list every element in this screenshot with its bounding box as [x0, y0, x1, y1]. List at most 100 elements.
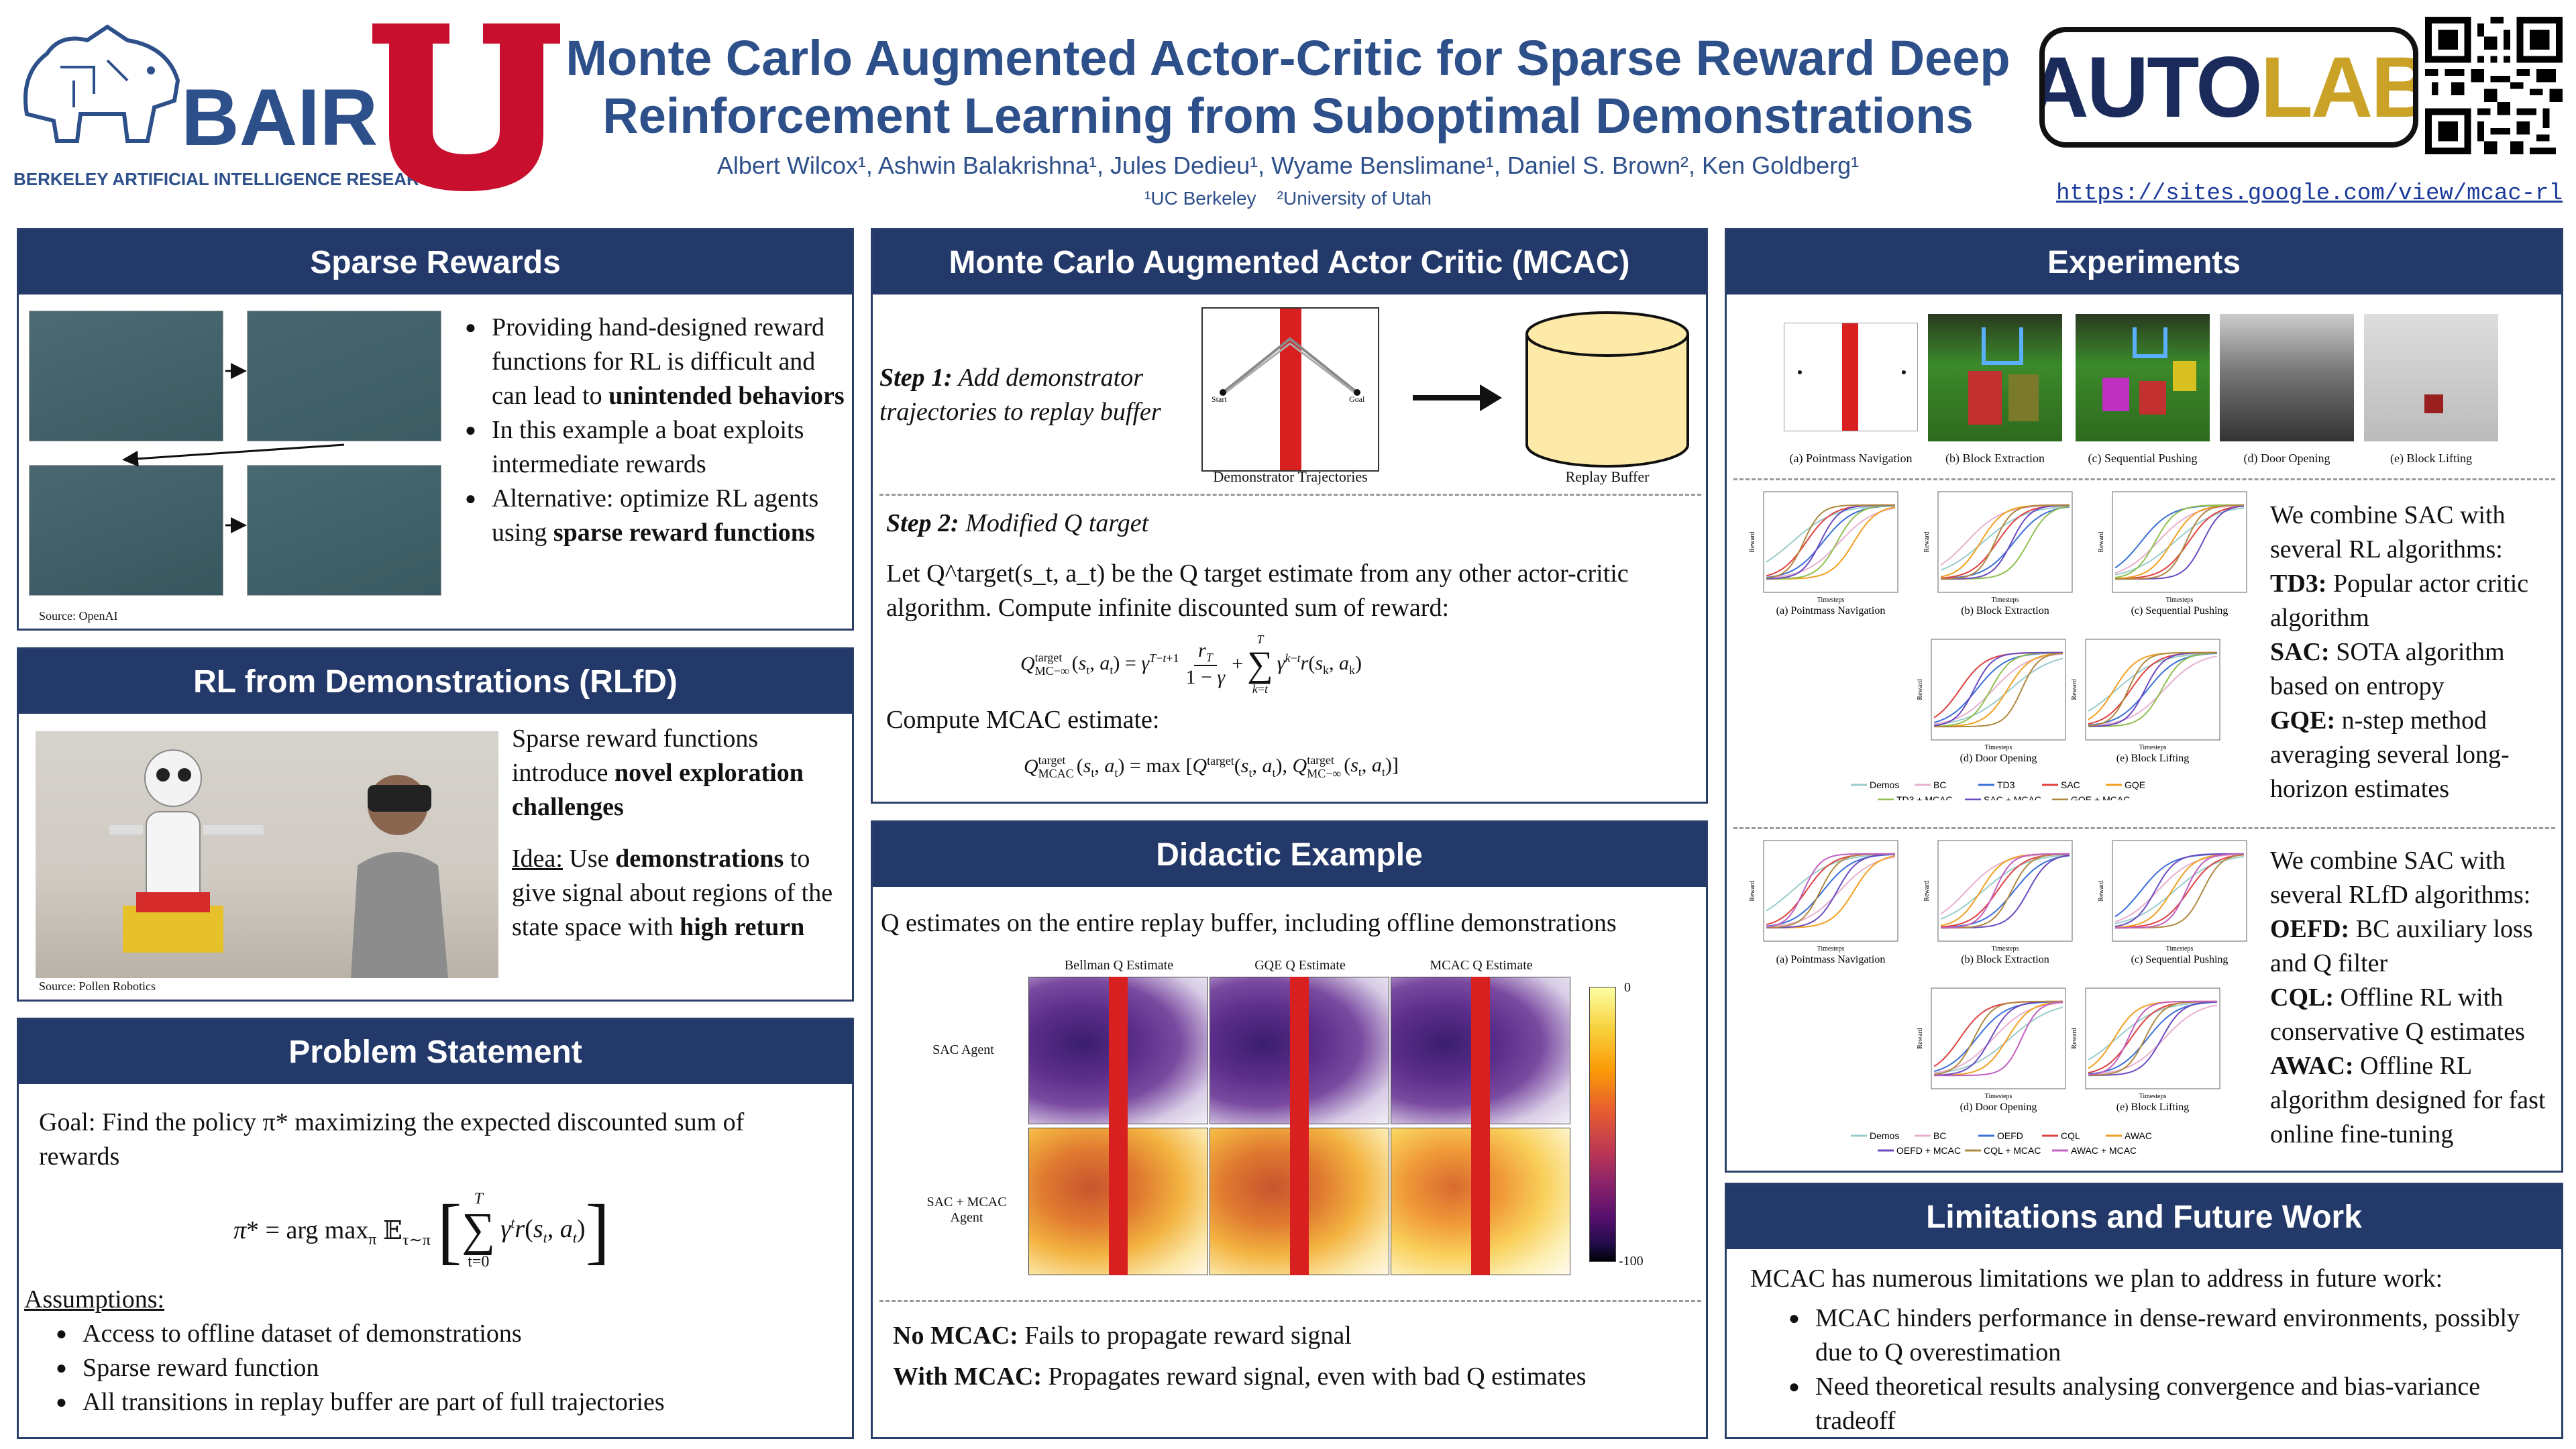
limitation-item: Need theoretical results analysing conve… — [1788, 1370, 2546, 1438]
poster-title-line1: Monte Carlo Augmented Actor-Critic for S… — [566, 30, 2010, 86]
robot-vr-photo — [36, 731, 498, 978]
legend-entry: OEFD — [1997, 1130, 2023, 1141]
learning-curve — [1934, 652, 2063, 727]
learning-curve — [1766, 853, 1896, 929]
didactic-example-panel: Didactic Example Q estimates on the enti… — [871, 820, 1708, 1439]
learning-curve — [1766, 507, 1896, 579]
plot-caption: (a) Pointmass Navigation — [1776, 954, 1886, 965]
learning-curve — [2088, 1001, 2218, 1077]
legend-entry: BC — [1933, 780, 1946, 790]
env-caption-b: (b) Block Extraction — [1945, 451, 2045, 465]
learning-curve — [2114, 504, 2244, 578]
learning-curve — [1933, 651, 2063, 727]
col-header-bellman: Bellman Q Estimate — [1064, 958, 1174, 973]
bair-name: BAIR — [181, 72, 378, 162]
bullet-item: Alternative: optimize RL agents using sp… — [465, 482, 847, 550]
env-sequential-pushing-image — [2076, 314, 2210, 441]
assumptions-label: Assumptions: — [24, 1285, 165, 1313]
wall-overlay — [1290, 977, 1309, 1275]
learning-curve — [1933, 1000, 2063, 1075]
learning-curve — [1766, 853, 1895, 928]
panel-title: RL from Demonstrations (RLfD) — [19, 649, 852, 714]
learning-curve — [2114, 853, 2244, 927]
x-axis-label: Timesteps — [1992, 596, 2019, 604]
rlfd-paragraph-1: Sparse reward functions introduce novel … — [512, 724, 804, 821]
bair-subtitle: BERKELEY ARTIFICIAL INTELLIGENCE RESEARC… — [13, 169, 445, 189]
experiments-panel: Experiments (a) Pointmass Navigation (b)… — [1725, 228, 2563, 1173]
legend-entry: SAC — [2061, 780, 2080, 790]
panel-title: Didactic Example — [873, 822, 1706, 887]
mcac-panel: Monte Carlo Augmented Actor Critic (MCAC… — [871, 228, 1708, 804]
bair-logo: BAIR BERKELEY ARTIFICIAL INTELLIGENCE RE… — [13, 13, 444, 195]
learning-curve — [1940, 854, 2070, 920]
env-block-extraction-image — [1928, 314, 2062, 441]
rl-item: TD3: Popular actor critic algorithm — [2270, 570, 2529, 632]
rlfd-item: AWAC: Offline RL algorithm designed for … — [2270, 1052, 2546, 1148]
learning-curve — [1940, 853, 2070, 928]
limitations-panel: Limitations and Future Work MCAC has num… — [1725, 1183, 2563, 1439]
autolab-auto: AUTO — [2039, 39, 2263, 136]
y-axis-label: Reward — [1749, 531, 1756, 552]
rl-item: SAC: SOTA algorithm based on entropy — [2270, 638, 2505, 700]
step1-text: Step 1: Add demonstrator trajectories to… — [879, 364, 1161, 426]
learning-curve — [1933, 1006, 2063, 1075]
learning-curve — [1941, 853, 2070, 929]
panel-title: Limitations and Future Work — [1727, 1185, 2561, 1249]
demonstrator-caption: Demonstrator Trajectories — [1213, 468, 1368, 485]
legend-entry: TD3 — [1997, 780, 2015, 790]
rlfd-paragraph-2: Idea: Use demonstrations to give signal … — [512, 845, 833, 941]
learning-curve — [2088, 1004, 2218, 1075]
env-block-lifting-image — [2364, 314, 2498, 441]
legend-entry: AWAC + MCAC — [2071, 1145, 2137, 1156]
plots-svg: (a) Pointmass NavigationTimestepsReward(… — [1749, 491, 2247, 805]
y-axis-label: Reward — [1917, 679, 1924, 700]
learning-curve — [1934, 652, 2063, 728]
col-header-gqe: GQE Q Estimate — [1254, 958, 1346, 973]
env-door-opening-image — [2220, 314, 2354, 441]
x-axis-label: Timesteps — [1985, 744, 2012, 751]
plot-caption: (c) Sequential Pushing — [2131, 954, 2229, 965]
x-axis-label: Timesteps — [2166, 945, 2194, 953]
panel-title: Monte Carlo Augmented Actor Critic (MCAC… — [873, 230, 1706, 294]
assumption-item: Sparse reward function — [56, 1351, 827, 1385]
rlfd-item: CQL: Offline RL with conservative Q esti… — [2270, 983, 2525, 1046]
utah-u-logo — [372, 23, 560, 191]
learning-curve — [1940, 504, 2070, 580]
bear-icon — [23, 24, 180, 143]
with-mcac-result: With MCAC: Propagates reward signal, eve… — [893, 1362, 1587, 1391]
project-url-link[interactable]: https://sites.google.com/view/mcac-rl — [2056, 181, 2563, 207]
learning-curve — [1933, 657, 2063, 726]
no-mcac-result: No MCAC: Fails to propagate reward signa… — [893, 1322, 1352, 1350]
y-axis-label: Reward — [1923, 531, 1931, 552]
boat-frame-4 — [247, 465, 441, 596]
plot-caption: (e) Block Lifting — [2116, 1102, 2189, 1113]
step2-text: Step 2: Modified Q target — [886, 509, 1149, 537]
wall-overlay — [1109, 977, 1128, 1275]
plot-caption: (e) Block Lifting — [2116, 753, 2189, 764]
sparse-rewards-bullets: Providing hand-designed reward functions… — [465, 311, 847, 550]
plot-caption: (d) Door Opening — [1960, 753, 2037, 764]
legend-entry: Demos — [1870, 780, 1899, 790]
let-text: Let Q^target(s_t, a_t) be the Q target e… — [886, 559, 1629, 622]
env-caption-c: (c) Sequential Pushing — [2088, 451, 2198, 465]
rlfd-panel: RL from Demonstrations (RLfD) Source: Po… — [17, 647, 854, 1002]
limitation-item: MCAC hinders performance in dense-reward… — [1788, 1301, 2546, 1370]
authors: Albert Wilcox¹, Ashwin Balakrishna¹, Jul… — [716, 152, 1860, 179]
row-label-sac: SAC Agent — [932, 1042, 994, 1057]
assumptions-list: Access to offline dataset of demonstrati… — [56, 1317, 827, 1419]
qr-code-icon[interactable] — [2425, 17, 2563, 154]
learning-curve — [2114, 504, 2245, 574]
poster-title-line2: Reinforcement Learning from Suboptimal D… — [602, 88, 1974, 144]
learning-curve — [1766, 856, 1896, 928]
learning-curve — [2088, 652, 2218, 728]
rlfd-item: OEFD: BC auxiliary loss and Q filter — [2270, 915, 2533, 977]
learning-curve — [1933, 653, 2063, 725]
legend-entry: SAC + MCAC — [1984, 794, 2041, 800]
panel-title: Problem Statement — [19, 1020, 852, 1084]
legend-entry: OEFD + MCAC — [1896, 1145, 1961, 1156]
y-axis-label: Reward — [2071, 1028, 2078, 1049]
learning-curve — [1941, 504, 2070, 580]
